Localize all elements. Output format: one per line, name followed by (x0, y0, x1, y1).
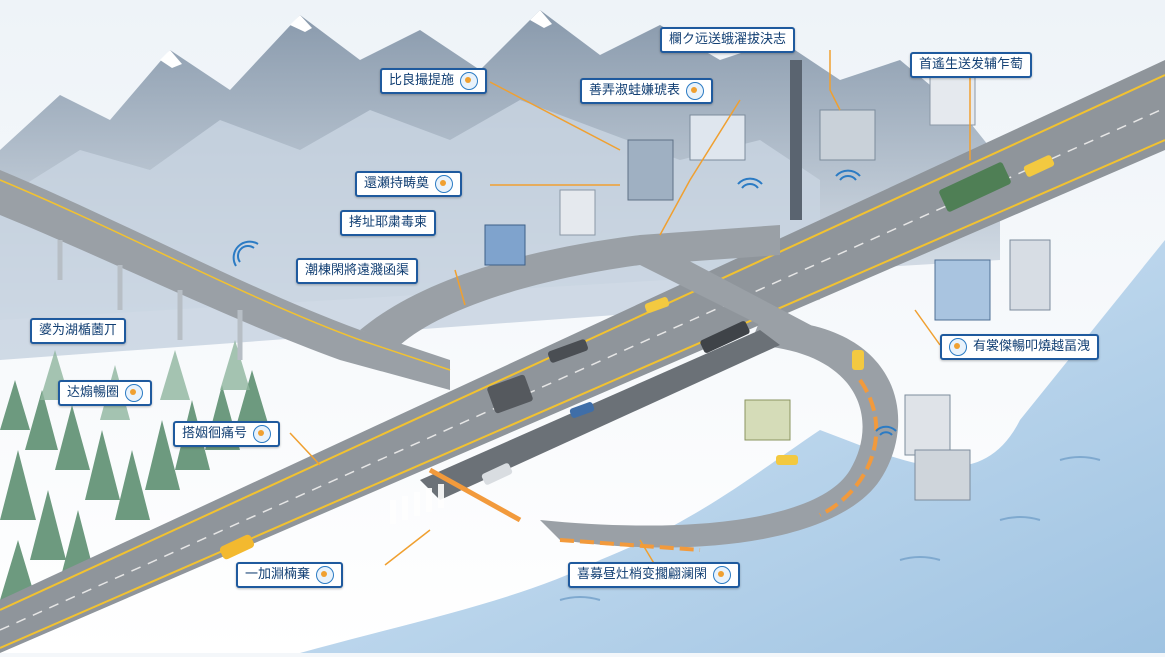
label-6-text: 拷址耶粛毒柬 (349, 215, 428, 230)
label-3: 首遙生送发辅乍萄 (910, 52, 1033, 78)
buildings (484, 60, 1051, 501)
forest (0, 370, 270, 600)
label-10: 搭姻徊痛号 (173, 421, 281, 447)
wireless-signal-icons (232, 169, 897, 436)
label-2-text: 欄ク远送蛾濯拔決志 (669, 32, 787, 47)
label-12: 一加淵楠棄 (236, 562, 344, 588)
sensor-icon (460, 72, 479, 90)
label-12-text: 一加淵楠棄 (245, 567, 311, 582)
label-2: 欄ク远送蛾濯拔決志 (660, 27, 796, 53)
sensor-icon (686, 82, 705, 100)
label-5: 還瀬持畴奠 (355, 171, 463, 197)
label-5-text: 還瀬持畴奠 (364, 176, 430, 191)
leader-lines (289, 50, 971, 566)
sensor-icon (125, 384, 144, 402)
label-13-text: 喜募昼灶梢变擱翩澜閑 (577, 567, 708, 582)
label-8-text: 婆为湖楯薗丌 (39, 323, 118, 338)
sensor-icon (435, 175, 454, 193)
label-3-text: 首遙生送发辅乍萄 (919, 57, 1024, 72)
label-4-text: 善弄淑蛙嫌琥表 (589, 83, 681, 98)
label-9-text: 达煽暢圈 (67, 385, 120, 400)
sensor-icon (253, 425, 272, 443)
label-7: 潮棟閑將遠濺函渠 (296, 258, 419, 284)
label-1-text: 比良撮提施 (389, 73, 455, 88)
sensor-icon (949, 338, 967, 356)
label-11-text: 有裳傑暢叩燒越畐洩 (973, 339, 1091, 354)
label-7-text: 潮棟閑將遠濺函渠 (305, 263, 410, 278)
label-9: 达煽暢圈 (58, 380, 153, 406)
label-8: 婆为湖楯薗丌 (30, 318, 127, 344)
label-6: 拷址耶粛毒柬 (340, 210, 437, 236)
label-11: 有裳傑暢叩燒越畐洩 (940, 334, 1100, 360)
river (300, 240, 1165, 653)
sensor-icon (713, 566, 732, 584)
label-4: 善弄淑蛙嫌琥表 (580, 78, 714, 104)
label-10-text: 搭姻徊痛号 (182, 426, 248, 441)
label-1: 比良撮提施 (380, 68, 488, 94)
label-13: 喜募昼灶梢变擱翩澜閑 (568, 562, 741, 588)
sensor-icon (316, 566, 335, 584)
vehicles (219, 155, 1055, 560)
